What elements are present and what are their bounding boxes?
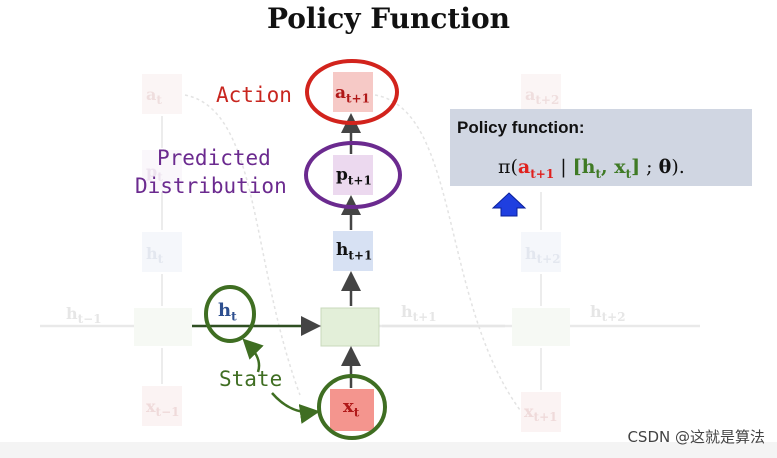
state-arrow-to-h xyxy=(242,338,264,373)
footer-bar xyxy=(0,442,777,458)
faint-h-t2-flow-label: ht+2 xyxy=(590,302,626,325)
policy-formula: π(at+1 | [ht, xt] ; θ). xyxy=(498,156,685,181)
faint-a-t-box xyxy=(142,74,182,114)
state-arrow-to-x xyxy=(271,392,320,424)
h-t-state-label: ht xyxy=(218,300,237,324)
faint-dotted-curve xyxy=(374,94,521,411)
p-t1-label: pt+1 xyxy=(336,165,372,188)
faint-h-tm1-label: ht−1 xyxy=(66,304,102,327)
rnn-cell xyxy=(320,307,380,347)
faint-x-tm1-label: xt−1 xyxy=(146,397,180,420)
faint-rnn-cell-t2 xyxy=(512,308,570,346)
page-title: Policy Function xyxy=(266,2,511,35)
faint-x-t1-label: xt+1 xyxy=(524,402,558,425)
predicted-circle xyxy=(304,141,402,209)
faint-rnn-cell-t xyxy=(134,308,192,346)
policy-function-box: Policy function: π(at+1 | [ht, xt] ; θ). xyxy=(450,109,752,186)
faint-a-t2-box xyxy=(521,74,561,114)
predicted-label-line2: Distribution xyxy=(135,174,287,198)
pointer-up-arrow-icon xyxy=(491,192,527,217)
faint-h-t2-box xyxy=(521,232,561,272)
action-circle xyxy=(305,59,399,125)
a-t1-label: at+1 xyxy=(335,83,370,106)
state-h-circle xyxy=(204,285,256,343)
watermark: CSDN @这就是算法 xyxy=(627,428,765,446)
faint-dotted-curve xyxy=(184,94,301,396)
x-t-box xyxy=(330,389,374,431)
h-t1-box xyxy=(333,231,373,271)
predicted-label-line1: Predicted xyxy=(157,146,271,170)
faint-x-tm1-box xyxy=(142,386,182,426)
faint-a-t-label: at xyxy=(146,85,162,108)
a-t1-box xyxy=(333,72,373,112)
faint-h-t-box xyxy=(142,232,182,272)
faint-h-t2-label: ht+2 xyxy=(525,244,561,267)
faint-a-t2-label: at+2 xyxy=(525,85,560,108)
h-t1-label: ht+1 xyxy=(336,240,373,263)
faint-h-t-label: ht xyxy=(146,244,164,267)
faint-x-t1-box xyxy=(521,392,561,432)
faint-p-t-label: pt xyxy=(146,162,163,185)
policy-function-heading: Policy function: xyxy=(457,118,585,137)
action-label: Action xyxy=(216,83,292,107)
p-t1-box xyxy=(333,155,373,195)
faint-p-t-box xyxy=(142,150,182,190)
state-label: State xyxy=(219,367,283,391)
faint-h-t1-flow-label: ht+1 xyxy=(401,302,437,325)
x-t-label: xt xyxy=(343,396,360,420)
